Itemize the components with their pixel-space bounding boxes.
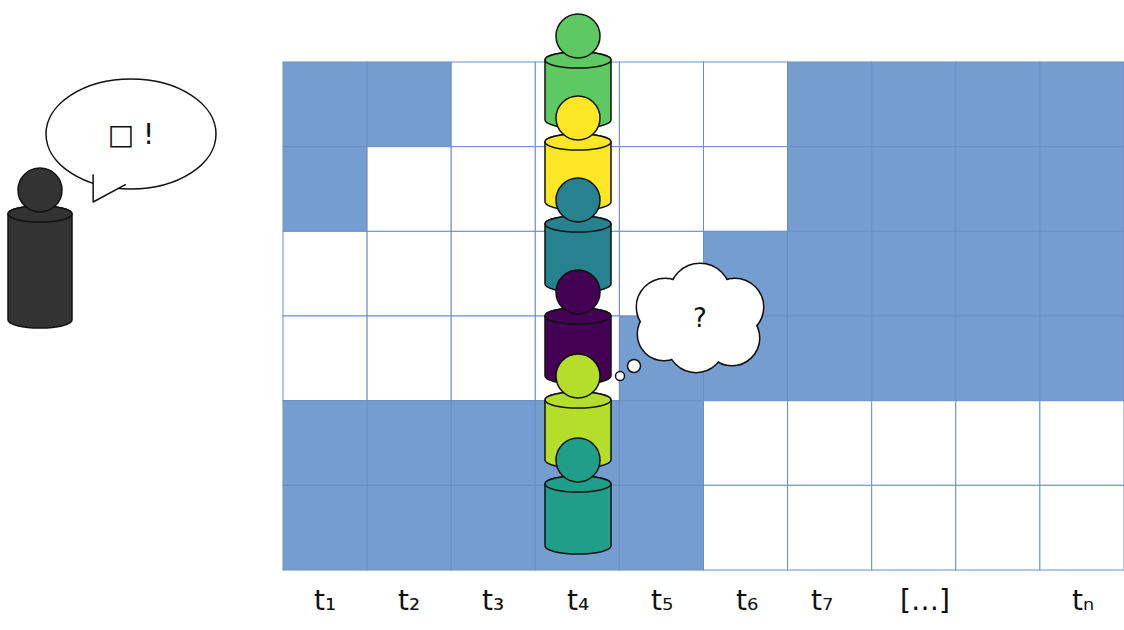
grid-cell	[619, 401, 703, 486]
grid-cell	[451, 231, 535, 316]
person-head	[556, 438, 600, 482]
grid-cell	[1040, 316, 1124, 401]
person-figure	[545, 438, 611, 554]
speech-bubble: □ !	[45, 78, 217, 190]
grid-cell	[872, 147, 956, 232]
grid-cell	[1040, 231, 1124, 316]
grid-cell	[704, 62, 788, 147]
grid-cell	[283, 147, 367, 232]
thought-dot	[628, 360, 641, 373]
grid-cell	[283, 316, 367, 401]
grid-cell	[451, 147, 535, 232]
time-step-label: t₁	[314, 587, 336, 615]
time-step-label: t₂	[398, 587, 420, 615]
time-step-label: […]	[900, 587, 950, 615]
grid-cell	[704, 401, 788, 486]
grid-cell	[704, 147, 788, 232]
grid-cell	[704, 485, 788, 570]
people-stack	[545, 14, 611, 554]
grid-cell	[788, 147, 872, 232]
person-head	[556, 178, 600, 222]
grid-cell	[283, 231, 367, 316]
grid-cell	[1040, 62, 1124, 147]
grid-cell	[367, 231, 451, 316]
time-grid	[283, 62, 1124, 570]
thought-dot	[616, 372, 625, 381]
person-body	[8, 206, 72, 328]
bubble-text: □ !	[108, 118, 155, 151]
grid-cell	[956, 401, 1040, 486]
grid-cell	[788, 231, 872, 316]
grid-cell	[788, 485, 872, 570]
grid-cell	[1040, 401, 1124, 486]
grid-cell	[451, 316, 535, 401]
person-body	[545, 476, 611, 554]
time-step-label: t₆	[736, 587, 758, 615]
grid-cell	[872, 231, 956, 316]
time-step-label: t₄	[567, 587, 589, 615]
person-head	[556, 14, 600, 58]
grid-cell	[619, 485, 703, 570]
person-head	[556, 270, 600, 314]
grid-cell	[872, 401, 956, 486]
grid-cell	[367, 401, 451, 486]
grid-cell	[619, 62, 703, 147]
grid-cell	[872, 485, 956, 570]
grid-cell	[788, 62, 872, 147]
time-step-label: t₇	[811, 587, 833, 615]
grid-cell	[451, 62, 535, 147]
grid-cell	[1040, 147, 1124, 232]
grid-cell	[283, 401, 367, 486]
grid-cell	[619, 147, 703, 232]
grid-cell	[451, 485, 535, 570]
grid-cell	[788, 316, 872, 401]
person-head	[556, 354, 600, 398]
grid-cell	[788, 401, 872, 486]
grid-cell	[283, 485, 367, 570]
observer-figure	[8, 168, 72, 328]
grid-cell	[956, 62, 1040, 147]
time-step-label: tₙ	[1072, 587, 1094, 615]
time-step-label: t₅	[651, 587, 673, 615]
grid-cell	[1040, 485, 1124, 570]
person-head	[18, 168, 62, 212]
thought-bubble: ?	[630, 262, 770, 374]
grid-cell	[367, 147, 451, 232]
grid-cell	[367, 485, 451, 570]
grid-cell	[367, 62, 451, 147]
time-step-label: t₃	[482, 587, 504, 615]
grid-cell	[367, 316, 451, 401]
grid-cell	[956, 485, 1040, 570]
grid-cell	[283, 62, 367, 147]
grid-cell	[956, 316, 1040, 401]
person-head	[556, 96, 600, 140]
bubble-text: ?	[693, 303, 707, 333]
grid-cell	[872, 316, 956, 401]
grid-cell	[956, 231, 1040, 316]
grid-cell	[451, 401, 535, 486]
grid-cell	[956, 147, 1040, 232]
grid-cell	[872, 62, 956, 147]
